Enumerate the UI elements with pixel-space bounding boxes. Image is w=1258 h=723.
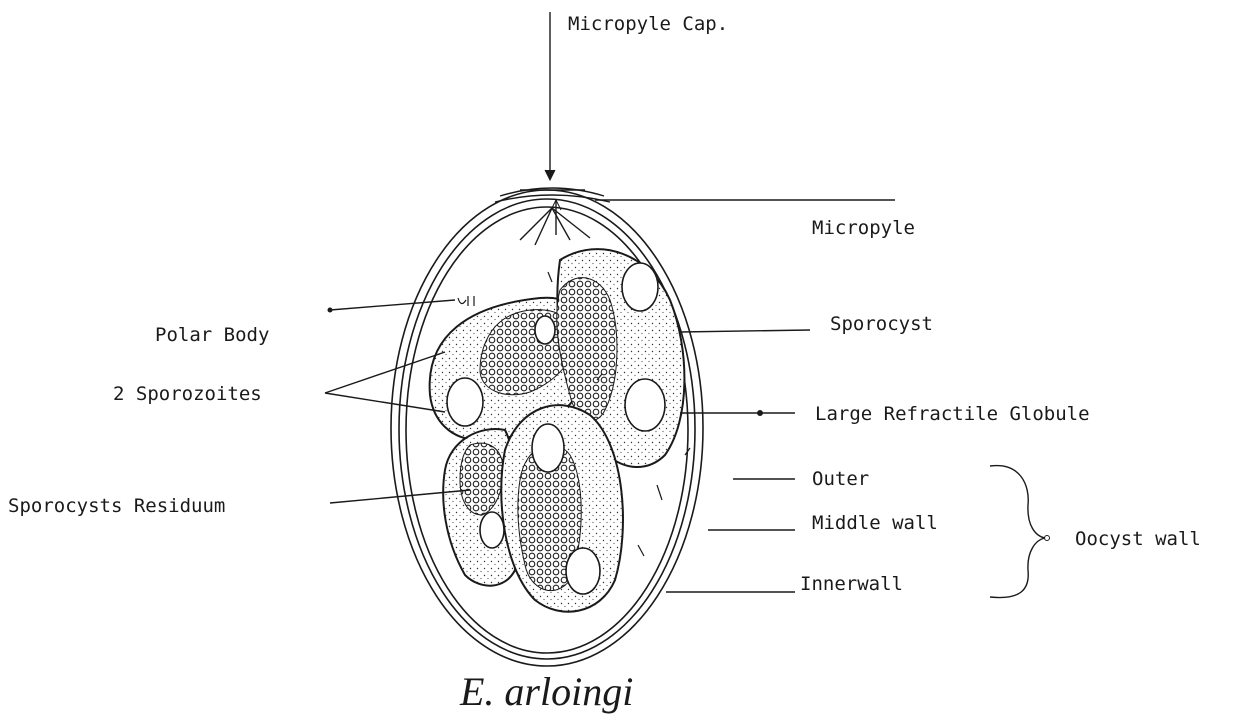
label-sporozoites: 2 Sporozoites [113, 383, 262, 405]
polar-body [458, 296, 474, 306]
label-sporocysts-residuum: Sporocysts Residuum [8, 495, 225, 517]
label-micropyle: Micropyle [812, 217, 915, 239]
label-middle-wall: Middle wall [812, 512, 938, 534]
label-micropyle-cap: Micropyle Cap. [568, 13, 728, 35]
label-oocyst-wall: Oocyst wall [1075, 528, 1201, 550]
sporocyst-lower-center [501, 405, 623, 612]
label-polar-body: Polar Body [155, 324, 269, 346]
oocyst-wall-brace [990, 466, 1045, 598]
label-sporocyst: Sporocyst [830, 313, 933, 335]
label-large-refractile-globule: Large Refractile Globule [815, 403, 1090, 425]
label-inner-wall: Innerwall [800, 573, 903, 595]
figure-caption: E. arloingi [459, 669, 633, 714]
label-outer: Outer [812, 468, 869, 490]
